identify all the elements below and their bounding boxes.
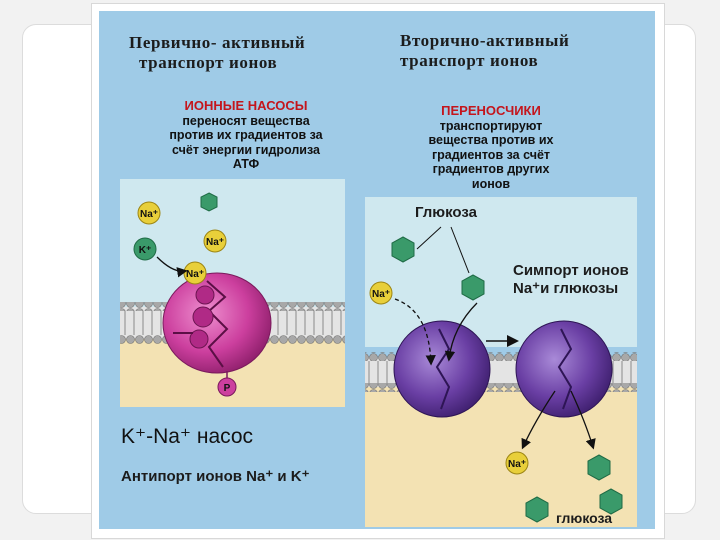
glucose-hex-1 [392,237,414,262]
glucose-hex-3 [588,455,610,480]
pump-label: K⁺-Na⁺ насос [121,425,253,448]
right-na-ion-1-label: Na⁺ [372,289,390,300]
right-na-ion-1: Na⁺ [370,282,392,304]
glucose-hex-4 [526,497,548,522]
figure-inner: Первично- активный транспорт ионов Втори… [99,11,655,529]
left-cell-illustration: Na⁺ Na⁺ Na⁺ K⁺ P [120,179,345,407]
glucose-top-label: Глюкоза [415,204,478,221]
right-na-ion-2-label: Na⁺ [508,459,526,470]
right-cell-illustration: Na⁺ Na⁺ [365,197,637,527]
antiport-label: Антипорт ионов Na⁺ и K⁺ [121,468,310,485]
left-k-ion-label: K⁺ [139,245,152,256]
glucose-bottom-label: глюкоза [556,510,612,526]
pump-site-1 [196,286,214,304]
left-na-ion-3-label: Na⁺ [186,269,204,280]
right-na-ion-2: Na⁺ [506,452,528,474]
phosphate: P [218,378,236,396]
transport-diagram: Na⁺ Na⁺ Na⁺ K⁺ P [99,11,655,529]
symport-line2: Na⁺и глюкозы [513,280,618,297]
pump-site-2 [193,307,213,327]
figure-panel: Первично- активный транспорт ионов Втори… [92,4,664,538]
left-na-ion-1: Na⁺ [138,202,160,224]
left-k-ion: K⁺ [134,238,156,260]
left-na-ion-2: Na⁺ [204,230,226,252]
left-na-ion-2-label: Na⁺ [206,237,224,248]
symport-line1: Симпорт ионов [513,262,629,279]
left-na-ion-3: Na⁺ [184,262,206,284]
left-na-ion-1-label: Na⁺ [140,209,158,220]
phosphate-label: P [224,383,231,394]
glucose-hex-2 [462,275,484,300]
left-glucose-hex [201,193,217,211]
